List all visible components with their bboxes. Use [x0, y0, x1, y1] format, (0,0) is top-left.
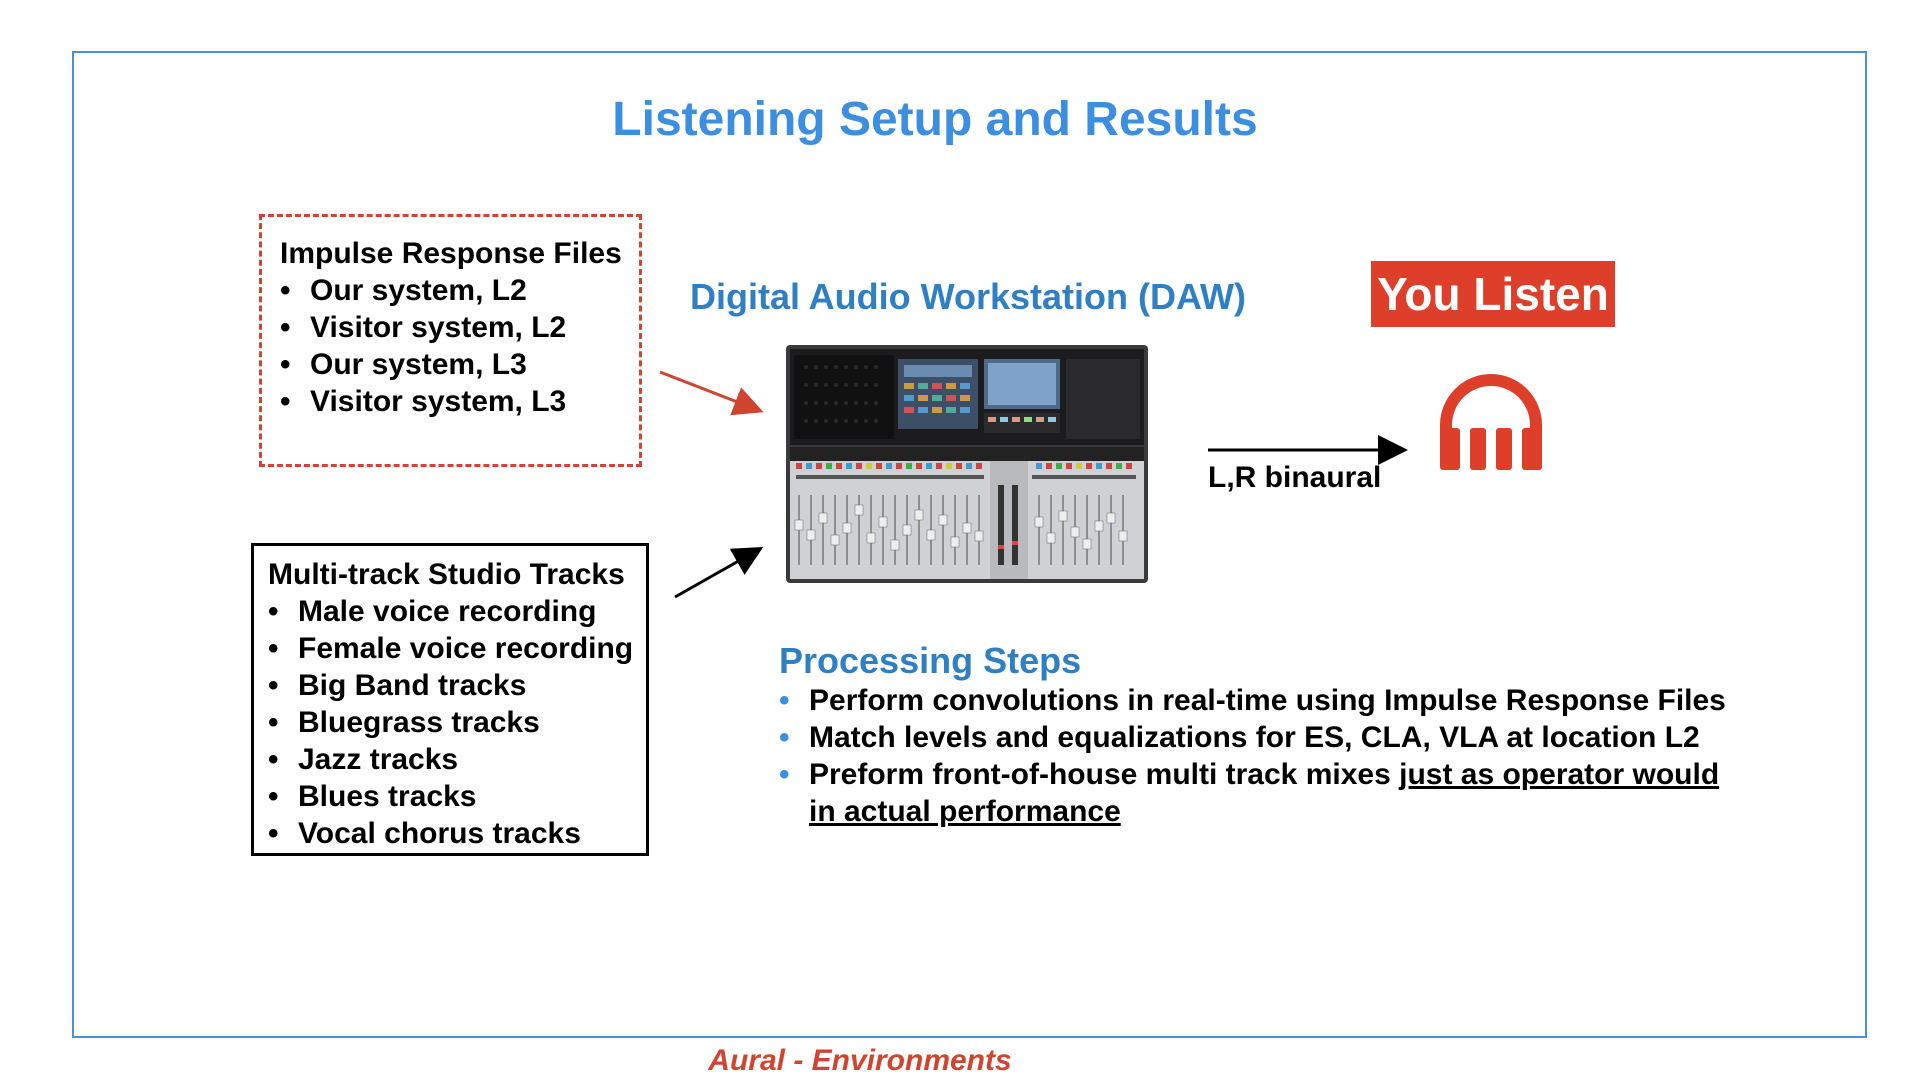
processing-list: Perform convolutions in real-time using … [779, 682, 1789, 830]
list-item: Bluegrass tracks [268, 704, 646, 741]
list-item: Match levels and equalizations for ES, C… [779, 719, 1789, 756]
list-item: Blues tracks [268, 778, 646, 815]
step3-underlined-text-2: in actual performance [809, 795, 1121, 828]
tracks-to-daw-arrow [674, 547, 764, 599]
list-item: Our system, L2 [280, 272, 639, 309]
daw-heading: Digital Audio Workstation (DAW) [690, 276, 1246, 317]
list-item: Vocal chorus tracks [268, 815, 646, 852]
studio-tracks-box: Multi-track Studio Tracks Male voice rec… [251, 543, 649, 856]
studio-tracks-heading: Multi-track Studio Tracks [268, 558, 625, 591]
headphones-icon [1440, 374, 1542, 470]
studio-tracks-list: Male voice recording Female voice record… [268, 593, 646, 852]
footer-label: Aural - Environments [708, 1044, 1012, 1077]
list-item: Big Band tracks [268, 667, 646, 704]
list-item: Our system, L3 [280, 346, 639, 383]
list-item: Visitor system, L3 [280, 383, 639, 420]
impulse-response-heading: Impulse Response Files [280, 237, 622, 270]
list-item: Male voice recording [268, 593, 646, 630]
list-item: Visitor system, L2 [280, 309, 639, 346]
slide-frame [72, 51, 1867, 1038]
list-item: Preform front-of-house multi track mixes… [779, 756, 1789, 830]
mixing-console-image [786, 345, 1148, 583]
impulse-response-list: Our system, L2 Visitor system, L2 Our sy… [280, 272, 639, 420]
impulse-response-box: Impulse Response Files Our system, L2 Vi… [259, 214, 642, 467]
binaural-label: L,R binaural [1208, 461, 1382, 494]
list-item: Jazz tracks [268, 741, 646, 778]
list-item: Perform convolutions in real-time using … [779, 682, 1789, 719]
ir-to-daw-arrow [659, 370, 764, 416]
step3-text: Preform front-of-house multi track mixes [809, 758, 1400, 791]
slide-title: Listening Setup and Results [612, 93, 1258, 146]
step3-underlined-text: just as operator would [1399, 758, 1720, 791]
processing-heading: Processing Steps [779, 640, 1082, 681]
list-item: Female voice recording [268, 630, 646, 667]
you-listen-label: You Listen [1371, 261, 1615, 327]
